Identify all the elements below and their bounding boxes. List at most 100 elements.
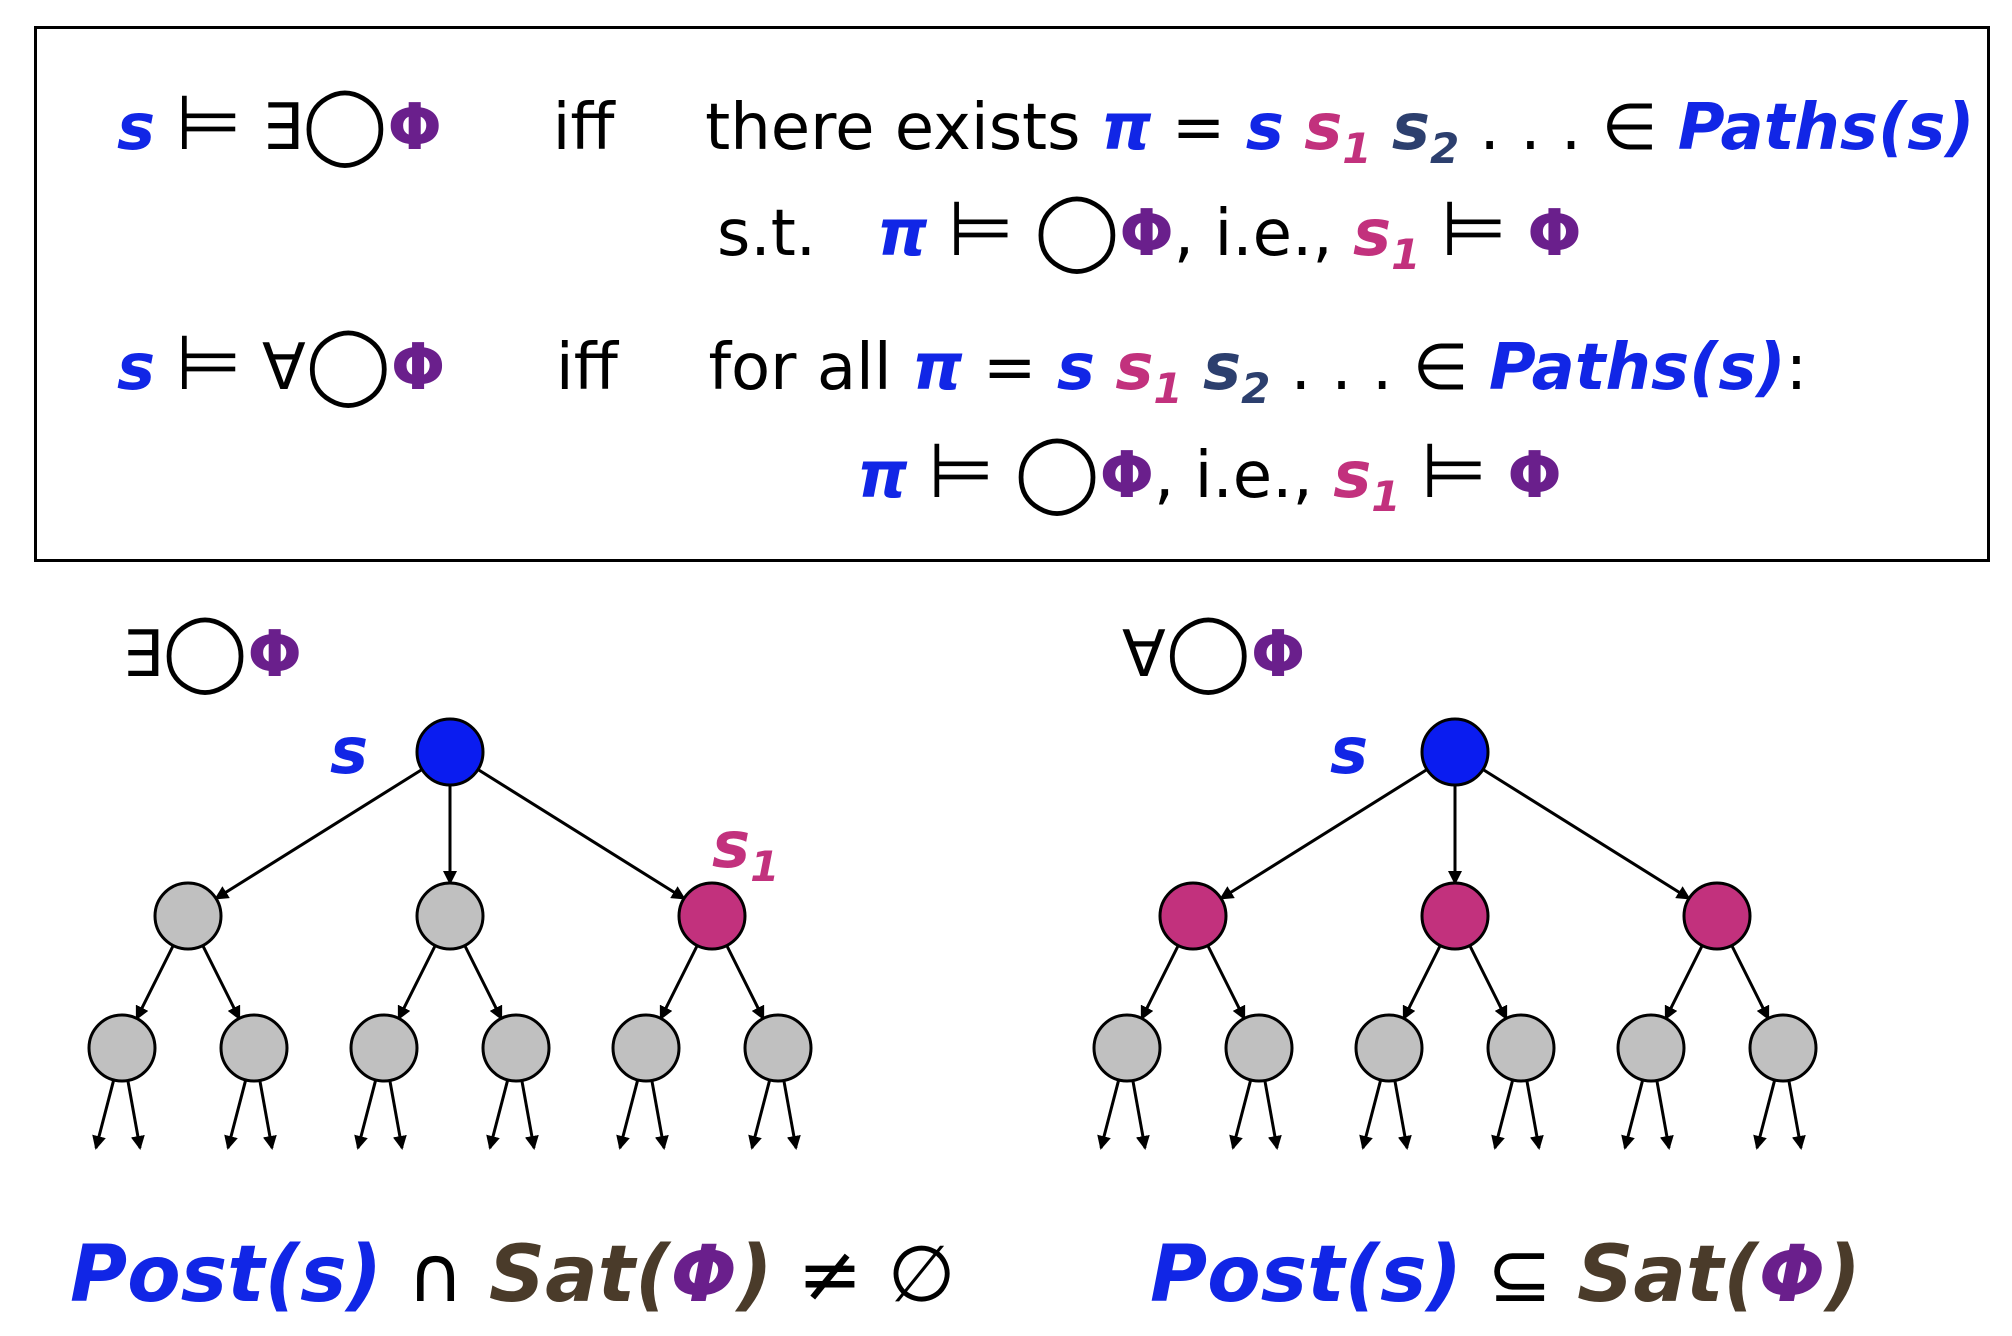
next-operator: ◯ <box>305 318 391 407</box>
ie-text: , i.e., <box>1173 197 1333 271</box>
grandchild-node <box>1224 1013 1294 1083</box>
models-symbol: ⊨ <box>175 78 242 167</box>
intersection-symbol: ∩ <box>407 1230 465 1320</box>
path-state-s1: s1 <box>1304 91 1372 173</box>
tree-edge-outgoing <box>1229 1079 1253 1150</box>
tree-edge <box>1219 768 1428 900</box>
colon: : <box>1785 331 1808 405</box>
grandchild-node <box>349 1013 419 1083</box>
iff-keyword: iff <box>555 331 618 405</box>
grandchild-node <box>219 1013 289 1083</box>
tree-edge-outgoing <box>1393 1080 1412 1150</box>
right-root-label: s <box>1330 715 1369 789</box>
def-forall-line2: π ⊨ ◯Φ, i.e., s1 ⊨ Φ <box>857 433 1562 522</box>
tree-edge <box>214 768 423 900</box>
forall-quantifier: ∀ <box>1122 618 1166 692</box>
left-root-label: s <box>330 715 369 789</box>
tree-edge <box>135 944 175 1021</box>
tree-edge-outgoing <box>92 1079 116 1150</box>
tree-edge <box>201 944 241 1021</box>
tree-edge-outgoing <box>782 1080 801 1150</box>
state-s: s <box>117 331 156 405</box>
element-of-symbol: ∈ <box>1412 331 1469 405</box>
models-symbol: ⊨ <box>927 426 995 515</box>
tree-edge-outgoing <box>1621 1079 1645 1150</box>
equals-sign: = <box>1171 91 1226 165</box>
phi-formula: Φ <box>387 91 442 165</box>
iff-keyword: iff <box>552 91 615 165</box>
phi-formula: Φ <box>1507 439 1562 513</box>
tree-edge <box>1730 944 1770 1021</box>
path-pi: π <box>876 197 928 271</box>
grandchild-node <box>1486 1013 1556 1083</box>
tree-edge-outgoing <box>748 1079 772 1150</box>
path-pi: π <box>911 331 963 405</box>
right-tree <box>1092 717 1818 1150</box>
grandchild-node <box>481 1013 551 1083</box>
successor-phi-node <box>1158 881 1228 951</box>
root-state-node <box>415 717 485 787</box>
tree-edge <box>1664 944 1704 1021</box>
paths-set: Paths(s) <box>1488 331 1786 405</box>
grandchild-node <box>743 1013 813 1083</box>
right-tree-heading: ∀◯Φ <box>1122 612 1305 688</box>
ellipsis: . . . <box>1290 331 1393 405</box>
grandchild-node <box>87 1013 157 1083</box>
path-pi: π <box>857 439 908 513</box>
phi-formula: Φ <box>1250 618 1306 692</box>
path-pi: π <box>1100 91 1152 165</box>
models-symbol: ⊨ <box>947 184 1014 273</box>
left-tree <box>87 717 813 1150</box>
paths-set: Paths(s) <box>1677 91 1975 165</box>
sat-set: Sat(Φ) <box>1577 1230 1861 1320</box>
path-state-s2: s2 <box>1391 91 1460 173</box>
phi-formula: Φ <box>1527 197 1582 271</box>
clause-text: there exists <box>705 91 1081 165</box>
state-s: s <box>117 91 156 165</box>
next-operator: ◯ <box>1165 605 1251 694</box>
equals-sign: = <box>982 331 1037 405</box>
tree-edge-outgoing <box>1655 1080 1674 1150</box>
forall-quantifier: ∀ <box>261 331 306 405</box>
state-s1: s1 <box>1353 197 1421 279</box>
tree-edge-outgoing <box>388 1080 407 1150</box>
root-state-node <box>1420 717 1490 787</box>
subset-eq-symbol: ⊆ <box>1487 1230 1553 1320</box>
empty-set-symbol: ∅ <box>887 1230 956 1320</box>
tree-edge-outgoing <box>486 1079 510 1150</box>
tree-edge <box>1206 944 1246 1021</box>
tree-edge <box>659 944 699 1021</box>
tree-edge-outgoing <box>354 1079 378 1150</box>
successor-phi-node <box>1682 881 1752 951</box>
exists-quantifier: ∃ <box>261 91 303 165</box>
tree-edge-outgoing <box>1263 1080 1282 1150</box>
tree-edge-outgoing <box>224 1079 248 1150</box>
path-state-s: s <box>1056 331 1095 405</box>
models-symbol: ⊨ <box>1440 184 1507 273</box>
ie-text: , i.e., <box>1153 439 1313 513</box>
grandchild-node <box>1616 1013 1686 1083</box>
tree-edge-outgoing <box>1787 1080 1806 1150</box>
sat-set: Sat(Φ) <box>488 1230 773 1320</box>
tree-edge-outgoing <box>1097 1079 1121 1150</box>
tree-edge <box>463 944 503 1021</box>
next-operator: ◯ <box>162 605 248 694</box>
next-operator: ◯ <box>1014 426 1100 515</box>
phi-formula: Φ <box>247 618 302 692</box>
models-symbol: ⊨ <box>175 318 242 407</box>
left-formula: Post(s) ∩ Sat(Φ) ≠ ∅ <box>70 1236 956 1314</box>
tree-edge <box>1140 944 1180 1021</box>
element-of-symbol: ∈ <box>1601 91 1658 165</box>
tree-edge <box>397 944 437 1021</box>
successor-node <box>415 881 485 951</box>
next-operator: ◯ <box>1034 184 1120 273</box>
tree-edge-outgoing <box>126 1080 145 1150</box>
def-exists-line2: s.t. π ⊨ ◯Φ, i.e., s1 ⊨ Φ <box>717 191 1582 280</box>
tree-edge <box>1468 944 1508 1021</box>
grandchild-node <box>1354 1013 1424 1083</box>
tree-edge-outgoing <box>1753 1079 1777 1150</box>
ellipsis: . . . <box>1479 91 1582 165</box>
tree-edge <box>725 944 765 1021</box>
def-exists-line1: s ⊨ ∃◯Φ iff there exists π = s s1 s2 . .… <box>117 85 1975 174</box>
